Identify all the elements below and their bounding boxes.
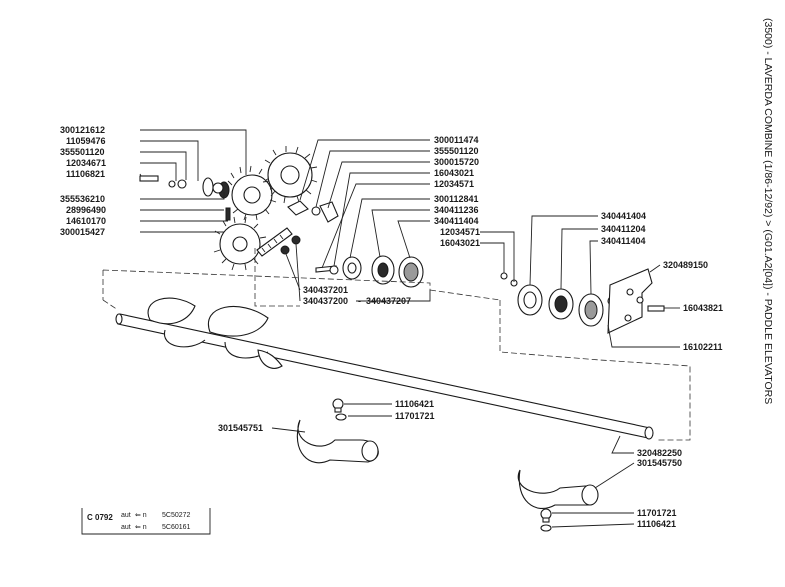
drawing-code: C 0792 [87, 513, 113, 522]
part-number-label: 340411404 [434, 216, 479, 226]
part-number-label: 355536210 [60, 194, 105, 204]
part-number-label: 301545750 [637, 458, 682, 468]
part-number-label: 340411236 [434, 205, 479, 215]
dash-separator: - [358, 296, 361, 306]
right-bearing-assembly [500, 268, 665, 334]
part-number-label: 28996490 [66, 205, 106, 215]
part-number-label: 12034571 [434, 179, 474, 189]
part-number-label: 12034571 [440, 227, 480, 237]
lower-sprocket [213, 216, 267, 271]
part-number-label: 16043021 [434, 168, 474, 178]
serial-number: 5C60161 [162, 524, 191, 531]
part-number-label: 11106821 [66, 169, 105, 179]
part-number-label: 355501120 [60, 147, 105, 157]
detached-paddle-1 [296, 398, 379, 464]
part-number-label: 355501120 [434, 146, 479, 156]
part-number-label: 11106421 [395, 399, 434, 409]
part-number-label: 340437200 [303, 296, 348, 306]
part-number-label: 12034671 [66, 158, 106, 168]
leader-lines-bottom [271, 403, 635, 528]
part-number-label: 340411204 [601, 224, 646, 234]
middle-bearing-assembly [315, 255, 424, 288]
upper-left-sprocket [227, 165, 277, 221]
part-number-label: 16043021 [440, 238, 480, 248]
part-number-label: 300112841 [434, 194, 479, 204]
auger-shaft [115, 297, 654, 440]
part-number-label: 14610170 [66, 216, 106, 226]
part-number-label: 11106421 [637, 519, 676, 529]
part-number-label: 340411404 [601, 236, 646, 246]
code-box: C 0792 aut ⇐ n 5C50272 aut ⇐ n 5C60161 [81, 508, 211, 535]
upper-right-sprocket [262, 146, 318, 204]
leader-lines-right [529, 215, 680, 348]
upper-shaft-hardware [287, 200, 339, 223]
drive-assembly [139, 146, 339, 271]
part-number-label: 16102211 [683, 342, 723, 352]
part-number-label: 300011474 [434, 135, 479, 145]
part-number-label: 16043821 [683, 303, 723, 313]
diagram-title: (3500) - LAVERDA COMBINE (1/86-12/92) > … [762, 18, 774, 404]
left-shaft-hardware [139, 175, 231, 221]
drive-chain [256, 227, 301, 257]
serial-arrow: ⇐ n [135, 512, 147, 519]
part-number-label: 340441404 [601, 211, 646, 221]
part-number-label: 11701721 [637, 508, 677, 518]
part-number-label: 340437207 [366, 296, 411, 306]
serial-prefix: aut [121, 524, 131, 531]
part-number-label: 320482250 [637, 448, 682, 458]
part-number-label: 300015427 [60, 227, 105, 237]
part-number-label: 301545751 [218, 423, 263, 433]
part-number-label: 300015720 [434, 157, 479, 167]
serial-number: 5C50272 [162, 512, 191, 519]
serial-arrow: ⇐ n [135, 524, 147, 531]
serial-prefix: aut [121, 512, 131, 519]
detached-paddle-2 [517, 469, 599, 532]
leader-lines-middle [285, 139, 515, 302]
part-number-label: 11059476 [66, 136, 106, 146]
part-number-label: 320489150 [663, 260, 708, 270]
leader-lines-left [139, 129, 247, 233]
part-number-label: 340437201 [303, 285, 348, 295]
part-number-label: 11701721 [395, 411, 435, 421]
assembly-envelope [102, 269, 691, 441]
part-number-label: 300121612 [60, 125, 105, 135]
